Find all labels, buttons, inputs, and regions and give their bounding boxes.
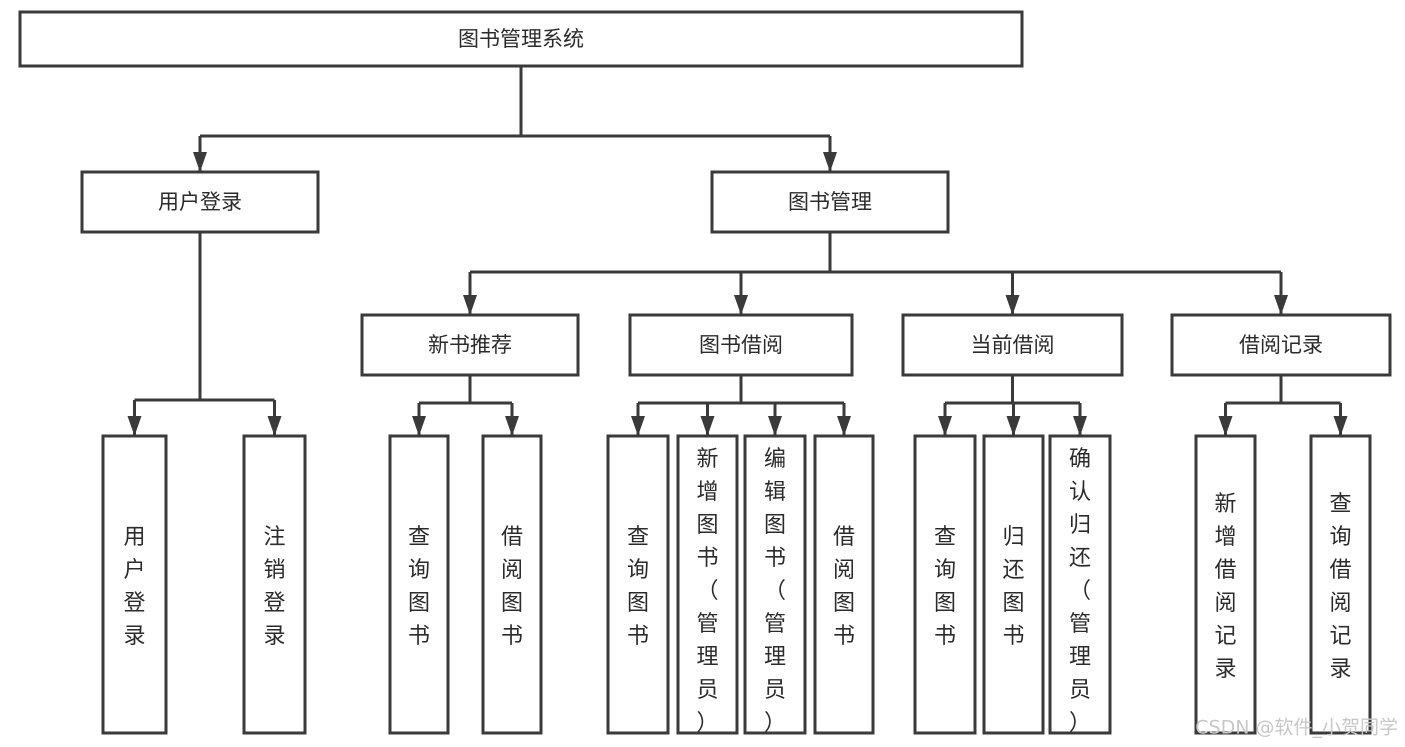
arrow-head-icon (823, 152, 837, 172)
node-new-book-recommend[interactable]: 新书推荐 (360, 313, 580, 377)
node-box-leaf-edit-book[interactable] (743, 434, 807, 735)
arrow-head-icon (938, 416, 952, 436)
arrow-head-icon (768, 416, 782, 436)
connector-group (127, 232, 282, 436)
node-label-borrow-record: 借阅记录 (1239, 333, 1323, 357)
node-box-leaf-query-book-current[interactable] (913, 434, 977, 735)
arrow-head-icon (505, 416, 519, 436)
node-leaf-logout[interactable]: 注销登录 (242, 434, 307, 735)
connector-group (412, 375, 519, 436)
node-leaf-user-login[interactable]: 用户登录 (101, 434, 168, 735)
node-box-new-book-recommend[interactable] (360, 313, 580, 377)
node-box-leaf-confirm-return[interactable] (1048, 434, 1112, 735)
arrow-head-icon (700, 416, 715, 436)
node-label-leaf-confirm-return: 确认归还（管理员） (1069, 447, 1091, 736)
node-leaf-query-book-borrow[interactable]: 查询图书 (606, 434, 670, 735)
node-leaf-borrow-book-recommend[interactable]: 借阅图书 (481, 434, 543, 735)
connector-group (938, 375, 1087, 436)
node-layer: 图书管理系统用户登录图书管理新书推荐图书借阅当前借阅借阅记录用户登录注销登录查询… (18, 10, 1392, 736)
node-label-leaf-borrow-book-recommend: 借阅图书 (501, 525, 523, 649)
connector-group (463, 232, 1288, 315)
connector-group (1218, 375, 1348, 436)
node-label-leaf-logout: 注销登录 (263, 525, 285, 649)
node-box-leaf-logout[interactable] (242, 434, 307, 735)
node-leaf-query-book-current[interactable]: 查询图书 (913, 434, 977, 735)
node-leaf-query-book-recommend[interactable]: 查询图书 (388, 434, 450, 735)
arrow-head-icon (631, 416, 645, 436)
connector-group (631, 375, 851, 436)
node-label-leaf-query-book-borrow: 查询图书 (627, 525, 649, 649)
node-label-leaf-add-book: 新增图书（管理员） (696, 447, 718, 736)
node-label-new-book-recommend: 新书推荐 (428, 333, 512, 357)
node-current-borrow[interactable]: 当前借阅 (901, 313, 1124, 377)
arrow-head-icon (734, 295, 748, 315)
arrow-head-icon (267, 416, 282, 436)
node-leaf-query-borrow-record[interactable]: 查询借阅记录 (1309, 434, 1372, 735)
node-leaf-edit-book[interactable]: 编辑图书（管理员） (743, 434, 807, 736)
node-leaf-add-borrow-record[interactable]: 新增借阅记录 (1194, 434, 1257, 735)
node-label-root: 图书管理系统 (458, 27, 584, 51)
arrow-head-icon (1274, 295, 1288, 315)
node-box-leaf-borrow-book-recommend[interactable] (481, 434, 543, 735)
node-box-leaf-query-borrow-record[interactable] (1309, 434, 1372, 735)
arrow-head-icon (193, 152, 207, 172)
connector-group (193, 66, 837, 172)
node-box-leaf-add-book[interactable] (676, 434, 739, 735)
node-label-user-login: 用户登录 (158, 190, 242, 214)
node-box-leaf-user-login[interactable] (101, 434, 168, 735)
arrow-head-icon (127, 416, 142, 436)
arrow-head-icon (1073, 416, 1087, 436)
node-book-borrow[interactable]: 图书借阅 (628, 313, 854, 377)
node-label-leaf-borrow-book: 借阅图书 (833, 525, 855, 649)
csdn-watermark: CSDN @软件_小贺同学 (1195, 717, 1398, 739)
node-box-leaf-borrow-book[interactable] (813, 434, 875, 735)
node-label-leaf-user-login: 用户登录 (123, 525, 145, 649)
node-label-leaf-return-book: 归还图书 (1002, 525, 1024, 649)
arrow-head-icon (1333, 416, 1348, 436)
node-box-leaf-query-book-recommend[interactable] (388, 434, 450, 735)
node-borrow-record[interactable]: 借阅记录 (1170, 313, 1392, 377)
node-label-leaf-edit-book: 编辑图书（管理员） (764, 447, 786, 736)
node-box-current-borrow[interactable] (901, 313, 1124, 377)
arrow-head-icon (412, 416, 426, 436)
node-box-leaf-add-borrow-record[interactable] (1194, 434, 1257, 735)
node-label-leaf-query-borrow-record: 查询借阅记录 (1329, 492, 1351, 682)
node-box-book-manage[interactable] (710, 170, 950, 234)
node-label-current-borrow: 当前借阅 (971, 333, 1055, 357)
arrow-head-icon (1006, 416, 1021, 436)
node-box-user-login[interactable] (80, 170, 320, 234)
arrow-head-icon (837, 416, 851, 436)
arrow-head-icon (1005, 295, 1020, 315)
node-box-book-borrow[interactable] (628, 313, 854, 377)
node-label-leaf-query-book-recommend: 查询图书 (408, 525, 430, 649)
node-label-leaf-query-book-current: 查询图书 (934, 525, 956, 649)
node-book-manage[interactable]: 图书管理 (710, 170, 950, 234)
node-label-book-manage: 图书管理 (788, 190, 872, 214)
node-box-leaf-return-book[interactable] (982, 434, 1045, 735)
node-label-book-borrow: 图书借阅 (699, 333, 783, 357)
node-leaf-add-book[interactable]: 新增图书（管理员） (676, 434, 739, 736)
node-root[interactable]: 图书管理系统 (18, 10, 1024, 68)
node-leaf-borrow-book[interactable]: 借阅图书 (813, 434, 875, 735)
node-leaf-return-book[interactable]: 归还图书 (982, 434, 1045, 735)
node-box-borrow-record[interactable] (1170, 313, 1392, 377)
node-user-login[interactable]: 用户登录 (80, 170, 320, 234)
node-label-leaf-add-borrow-record: 新增借阅记录 (1214, 492, 1236, 682)
arrow-head-icon (1218, 416, 1233, 436)
node-leaf-confirm-return[interactable]: 确认归还（管理员） (1048, 434, 1112, 736)
arrow-head-icon (463, 295, 477, 315)
connector-layer (127, 66, 1348, 436)
node-box-root[interactable] (18, 10, 1024, 68)
node-box-leaf-query-book-borrow[interactable] (606, 434, 670, 735)
